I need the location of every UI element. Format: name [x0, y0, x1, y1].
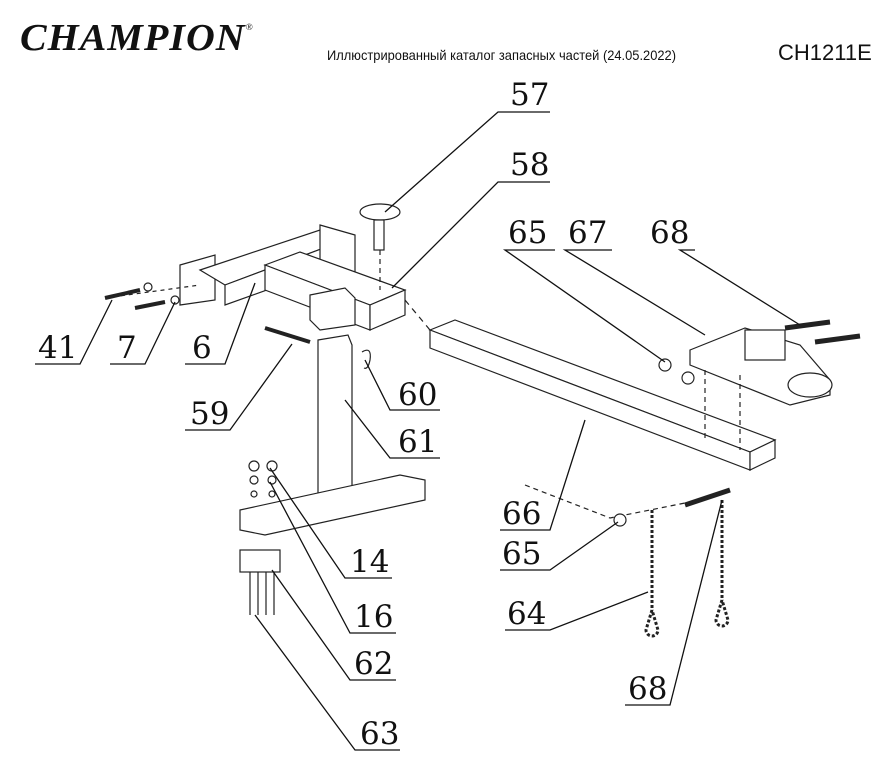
model-number: CH1211E [778, 40, 872, 65]
callout-67: 67 [568, 215, 607, 251]
brand-logo: CHAMPION® [20, 16, 254, 60]
callout-66: 66 [502, 496, 541, 532]
part-drawings [104, 203, 861, 638]
callout-60: 60 [398, 377, 437, 413]
callout-7: 7 [117, 330, 137, 366]
callout-65-bottom: 65 [502, 536, 541, 572]
leader-lines [35, 111, 801, 751]
callout-68-top: 68 [650, 215, 689, 251]
callout-labels: 57 58 65 67 68 41 7 6 59 60 61 14 16 62 … [38, 77, 689, 752]
callout-65-top: 65 [508, 215, 547, 251]
registered-mark: ® [245, 22, 254, 32]
callout-62: 62 [354, 646, 393, 682]
catalog-title: Иллюстрированный каталог запасных частей… [327, 47, 676, 63]
callout-57: 57 [510, 77, 549, 113]
callout-14: 14 [350, 544, 389, 580]
brand-name: CHAMPION [20, 17, 246, 59]
callout-59: 59 [190, 396, 229, 432]
callout-6: 6 [192, 330, 212, 366]
callout-61: 61 [398, 424, 437, 460]
callout-63: 63 [360, 716, 399, 752]
callout-64: 64 [507, 596, 546, 632]
callout-16: 16 [354, 599, 393, 635]
callout-41: 41 [38, 330, 77, 366]
callout-68-bottom: 68 [628, 671, 667, 707]
callout-58: 58 [510, 147, 549, 183]
